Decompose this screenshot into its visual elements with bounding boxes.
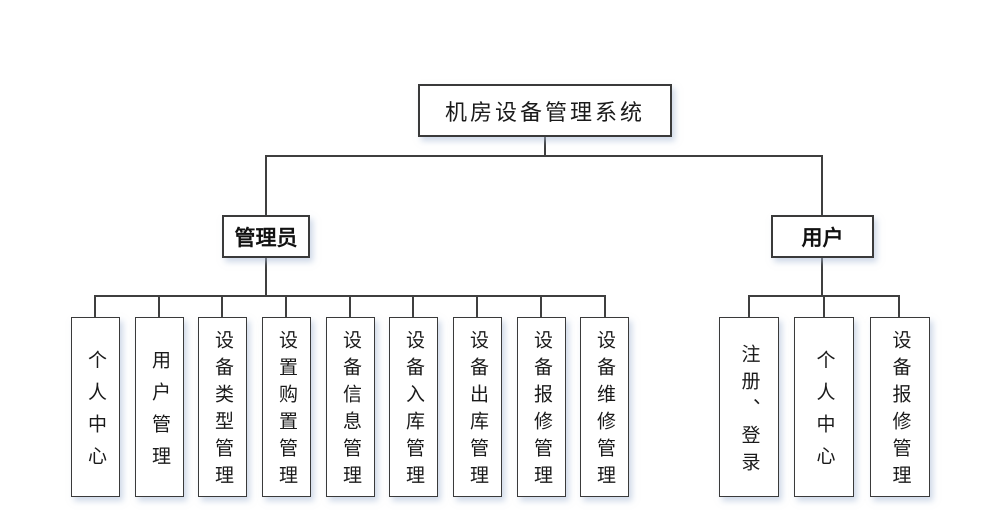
leaf-node-register-login: 注册、登录 bbox=[719, 317, 779, 497]
connector-line bbox=[285, 295, 287, 317]
root-node: 机房设备管理系统 bbox=[418, 84, 672, 137]
leaf-node-device-maintenance-management: 设备维修管理 bbox=[580, 317, 629, 497]
leaf-node-device-type-management: 设备类型管理 bbox=[198, 317, 247, 497]
branch-admin-label: 管理员 bbox=[234, 226, 298, 250]
root-node-label: 机房设备管理系统 bbox=[444, 99, 645, 125]
leaf-node-user-management: 用户管理 bbox=[135, 317, 184, 497]
leaf-label: 设备报修管理 bbox=[889, 330, 911, 492]
leaf-label: 用户管理 bbox=[149, 349, 170, 478]
leaf-label: 设备入库管理 bbox=[403, 330, 424, 492]
connector-line bbox=[94, 295, 96, 317]
connector-line bbox=[604, 295, 606, 317]
leaf-node-device-repair-report-management-user: 设备报修管理 bbox=[870, 317, 930, 497]
connector-line bbox=[265, 258, 267, 296]
connector-line bbox=[476, 295, 478, 317]
connector-line bbox=[221, 295, 223, 317]
connector-line bbox=[412, 295, 414, 317]
connector-line bbox=[349, 295, 351, 317]
connector-line bbox=[821, 258, 823, 296]
leaf-node-device-outbound-management: 设备出库管理 bbox=[453, 317, 502, 497]
connector-line bbox=[158, 295, 160, 317]
connector-line bbox=[748, 295, 750, 317]
connector-line bbox=[540, 295, 542, 317]
leaf-node-purchase-settings-management: 设置购置管理 bbox=[262, 317, 311, 497]
leaf-node-device-repair-report-management: 设备报修管理 bbox=[517, 317, 566, 497]
leaf-node-device-inbound-management: 设备入库管理 bbox=[389, 317, 438, 497]
leaf-label: 设备类型管理 bbox=[212, 330, 233, 492]
connector-line bbox=[898, 295, 900, 317]
leaf-label: 个人中心 bbox=[85, 349, 106, 478]
leaf-label: 设备维修管理 bbox=[594, 330, 615, 492]
connector-line bbox=[821, 155, 823, 215]
leaf-node-personal-center: 个人中心 bbox=[71, 317, 120, 497]
branch-node-admin: 管理员 bbox=[222, 215, 310, 258]
leaf-label: 注册、登录 bbox=[738, 343, 760, 479]
branch-user-label: 用户 bbox=[801, 226, 844, 250]
connector-line bbox=[265, 155, 267, 215]
connector-line bbox=[544, 137, 546, 157]
leaf-label: 个人中心 bbox=[813, 349, 835, 478]
connector-line bbox=[265, 155, 823, 157]
leaf-node-personal-center-user: 个人中心 bbox=[794, 317, 854, 497]
leaf-label: 设备报修管理 bbox=[531, 330, 552, 492]
leaf-label: 设置购置管理 bbox=[276, 330, 297, 492]
connector-line bbox=[823, 295, 825, 317]
leaf-label: 设备出库管理 bbox=[467, 330, 488, 492]
leaf-label: 设备信息管理 bbox=[340, 330, 361, 492]
branch-node-user: 用户 bbox=[771, 215, 874, 258]
leaf-node-device-info-management: 设备信息管理 bbox=[326, 317, 375, 497]
